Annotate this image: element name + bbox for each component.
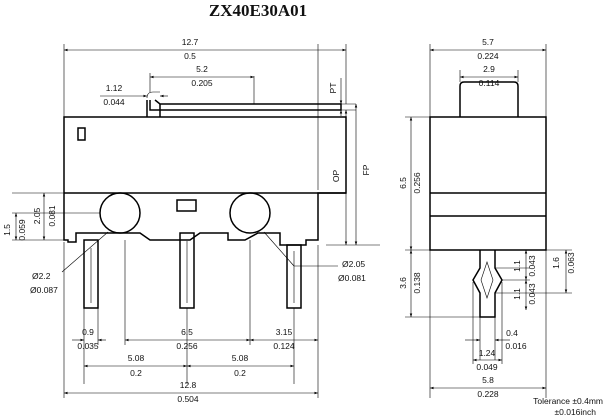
dim-side-base-in: 0.228 — [477, 389, 499, 399]
front-view — [63, 91, 347, 309]
lever — [149, 99, 342, 111]
dim-base-height-mm: 1.5 — [2, 224, 12, 236]
pin-left — [83, 239, 99, 309]
dim-kink-b-in: 0.043 — [527, 283, 537, 305]
dim-base-width-mm: 12.8 — [180, 380, 197, 390]
dim-lever-pivot-mm: 1.12 — [106, 83, 123, 93]
dim-lead-w-mm: 1.24 — [479, 348, 496, 358]
dim-side-width-in: 0.224 — [477, 51, 499, 61]
side-dimension-lines — [405, 44, 572, 398]
dim-overall-width-mm: 12.7 — [182, 37, 199, 47]
dim-side-width-mm: 5.7 — [482, 37, 494, 47]
dim-lead-thick-in: 0.016 — [505, 341, 527, 351]
side-lead — [472, 250, 503, 318]
tolerance-in: ±0.016inch — [554, 407, 596, 417]
dim-pin-mid-in: 0.256 — [176, 341, 198, 351]
drawing-title: ZX40E30A01 — [209, 1, 307, 20]
dim-pin-w-mm: 0.9 — [82, 327, 94, 337]
housing-slot — [176, 199, 197, 212]
tolerance-mm: Tolerance ±0.4mm — [533, 396, 603, 406]
dim-kink-total-in: 0.063 — [566, 252, 576, 274]
dim-button-w-mm: 2.9 — [483, 64, 495, 74]
front-body-outline — [63, 116, 347, 246]
dim-pin-right-mm: 3.15 — [276, 327, 293, 337]
side-button — [459, 81, 519, 117]
dim-overall-width-in: 0.5 — [184, 51, 196, 61]
side-view — [429, 81, 547, 318]
dim-hole-left-in: Ø0.087 — [30, 285, 58, 295]
side-body-outline — [429, 116, 547, 251]
dim-side-base-mm: 5.8 — [482, 375, 494, 385]
dim-kink-total-mm: 1.6 — [551, 257, 561, 269]
dim-pin-mid-mm: 6.5 — [181, 327, 193, 337]
dim-lever-pivot-in: 0.044 — [103, 97, 125, 107]
dim-base-width-in: 0.504 — [177, 394, 199, 404]
housing-marker — [77, 127, 86, 141]
dim-body-height-in: 0.256 — [412, 172, 422, 194]
dim-lead-thick-mm: 0.4 — [506, 328, 518, 338]
dim-kink-a-mm: 1.1 — [512, 260, 522, 272]
dim-pt-label: PT — [328, 83, 338, 94]
dim-lever-len-in: 0.205 — [191, 78, 213, 88]
dim-hole-right-in: Ø0.081 — [338, 273, 366, 283]
dim-op-label: OP — [331, 170, 341, 183]
dim-pitch2-mm: 5.08 — [232, 353, 249, 363]
dim-hole-right-mm: Ø2.05 — [342, 259, 365, 269]
dim-hole-height-in: 0.081 — [47, 205, 57, 227]
dim-pin-right-in: 0.124 — [273, 341, 295, 351]
dim-lever-len-mm: 5.2 — [196, 64, 208, 74]
dim-lead-len-in: 0.138 — [412, 272, 422, 294]
dim-body-height-mm: 6.5 — [398, 177, 408, 189]
side-dimension-labels: 5.7 0.224 2.9 0.114 6.5 0.256 3.6 0.138 … — [398, 37, 603, 417]
dim-pin-w-in: 0.035 — [77, 341, 99, 351]
front-dimension-lines — [12, 44, 380, 398]
dim-hole-height-mm: 2.05 — [32, 207, 42, 224]
mount-hole-right — [229, 192, 271, 234]
dim-hole-left-mm: Ø2.2 — [32, 271, 51, 281]
dim-lead-len-mm: 3.6 — [398, 277, 408, 289]
dim-pitch1-in: 0.2 — [130, 368, 142, 378]
dim-base-height-in: 0.059 — [17, 219, 27, 241]
front-dimension-labels: 12.7 0.5 5.2 0.205 1.12 0.044 PT OP FP 2… — [2, 37, 371, 404]
dim-fp-label: FP — [361, 164, 371, 175]
dim-lead-w-in: 0.049 — [476, 362, 498, 372]
mount-hole-left — [99, 192, 141, 234]
dim-kink-a-in: 0.043 — [527, 255, 537, 277]
dim-button-w-in: 0.114 — [479, 78, 500, 88]
dim-pitch1-mm: 5.08 — [128, 353, 145, 363]
dim-pitch2-in: 0.2 — [234, 368, 246, 378]
dim-kink-b-mm: 1.1 — [512, 288, 522, 300]
